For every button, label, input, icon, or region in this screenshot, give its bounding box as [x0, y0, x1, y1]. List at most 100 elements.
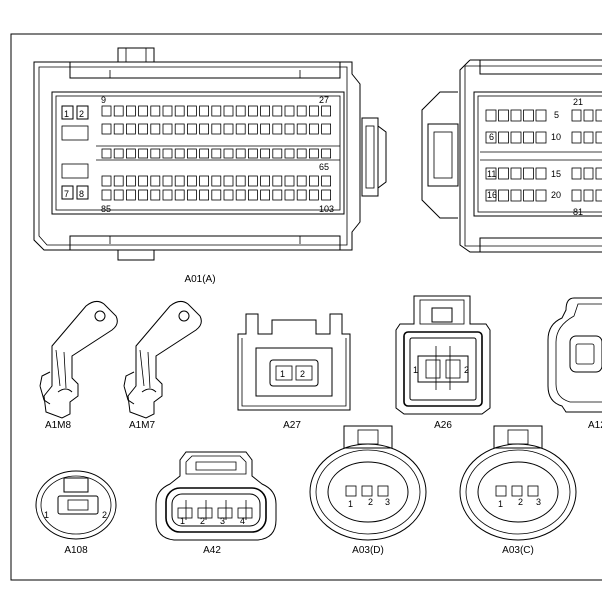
pin-cell [571, 131, 582, 144]
pin-cell [126, 148, 136, 159]
pin-cell [284, 189, 295, 201]
pin-cell [296, 105, 307, 117]
pin-2 [76, 105, 89, 120]
pin-cell [101, 148, 112, 159]
pin-cell [235, 123, 246, 135]
pin-cell [272, 189, 283, 201]
pin-cell [211, 148, 222, 159]
pin-cell [101, 175, 112, 187]
pin-cell [284, 123, 295, 135]
pin-cell [510, 189, 522, 202]
connector-a03d: 1 2 3 A03(D) [309, 425, 427, 556]
pin-cell [223, 148, 234, 159]
pin-cell [186, 189, 197, 201]
connector-label-a01a: A01(A) [184, 274, 215, 285]
pin-cell [485, 131, 497, 144]
pin-cell [296, 148, 307, 159]
pin-cell [498, 167, 509, 180]
pin-8 [76, 185, 89, 200]
pin-cell [260, 175, 271, 187]
pin-cell [247, 105, 258, 117]
pin-cell [308, 148, 319, 159]
pin-cell [583, 189, 594, 202]
pin-label-1: 1 [64, 109, 69, 119]
pin-cell [260, 148, 271, 159]
pin-cell [510, 167, 522, 180]
pin-label-10: 10 [551, 132, 561, 142]
pin-label-a03c-1: 1 [498, 499, 503, 509]
pin-cell [223, 175, 234, 187]
pin-cell [498, 189, 509, 202]
pin-grid-right [480, 109, 602, 202]
connector-a26: 1 2 A26 [395, 295, 491, 431]
pin-cell [101, 123, 112, 135]
pin-cell [150, 105, 161, 117]
pin-cell [174, 105, 185, 117]
pin-7 [61, 185, 74, 200]
pin-cell [595, 167, 602, 180]
pin-cell [272, 175, 283, 187]
pin-cell [523, 109, 534, 122]
pin-cell [583, 109, 594, 122]
pin-cell [284, 148, 295, 159]
pin-cell [571, 109, 582, 122]
connector-a03c: 1 2 3 A03(C) [459, 425, 577, 556]
pin-cell [138, 123, 149, 135]
pin-cell [211, 175, 222, 187]
pin-cell [272, 123, 283, 135]
pin-cell [308, 175, 319, 187]
pin-cell [485, 167, 497, 180]
pin-cell [150, 175, 161, 187]
pin-cell [296, 175, 307, 187]
pin-cell [272, 105, 283, 117]
pin-cell [535, 131, 547, 144]
pin-cell [126, 105, 136, 117]
pin-label-a03d-1: 1 [348, 499, 353, 509]
pin-cell [211, 105, 222, 117]
pin-cell [174, 175, 185, 187]
pin-cell [150, 123, 161, 135]
pin-cell [138, 175, 149, 187]
pin-cell [523, 131, 534, 144]
pin-cell [223, 189, 234, 201]
pin-cell [247, 175, 258, 187]
pin-cell [174, 189, 185, 201]
pin-cell [138, 105, 149, 117]
connector-label-a42: A42 [203, 545, 221, 556]
pin-cell [223, 123, 234, 135]
pin-cell [260, 123, 271, 135]
pin-cell [308, 105, 319, 117]
pin-cell [199, 105, 210, 117]
pin-cell [535, 189, 547, 202]
connector-label-a03d: A03(D) [352, 545, 384, 556]
pin-cell [510, 109, 522, 122]
pin-cell [113, 105, 124, 117]
pin-cell [595, 189, 602, 202]
pin-cell [247, 189, 258, 201]
pin-label-a42-2: 2 [200, 516, 205, 526]
pin-label-a26-1: 1 [413, 365, 418, 375]
pin-cell [113, 148, 124, 159]
pin-label-a108-1: 1 [44, 510, 49, 520]
pin-cell [247, 148, 258, 159]
pin-cell [523, 167, 534, 180]
pin-cell [113, 189, 124, 201]
pin-label-a03d-3: 3 [385, 497, 390, 507]
pin-cell [199, 175, 210, 187]
pin-cell [113, 123, 124, 135]
pin-cell [595, 109, 602, 122]
pin-cell [260, 105, 271, 117]
pin-cell [235, 105, 246, 117]
pin-cell [235, 148, 246, 159]
pin-cell [321, 148, 332, 159]
pin-cell [583, 167, 594, 180]
pin-label-a108-2: 2 [102, 510, 107, 520]
connector-a12: A12 [547, 297, 602, 431]
pin-label-a27-2: 2 [300, 369, 305, 379]
pin-cell [150, 148, 161, 159]
pin-label-a27-1: 1 [280, 369, 285, 379]
pin-label-6: 6 [489, 132, 494, 142]
pin-label-8: 8 [79, 189, 84, 199]
pin-cell [126, 175, 136, 187]
connector-label-a03c: A03(C) [502, 545, 534, 556]
